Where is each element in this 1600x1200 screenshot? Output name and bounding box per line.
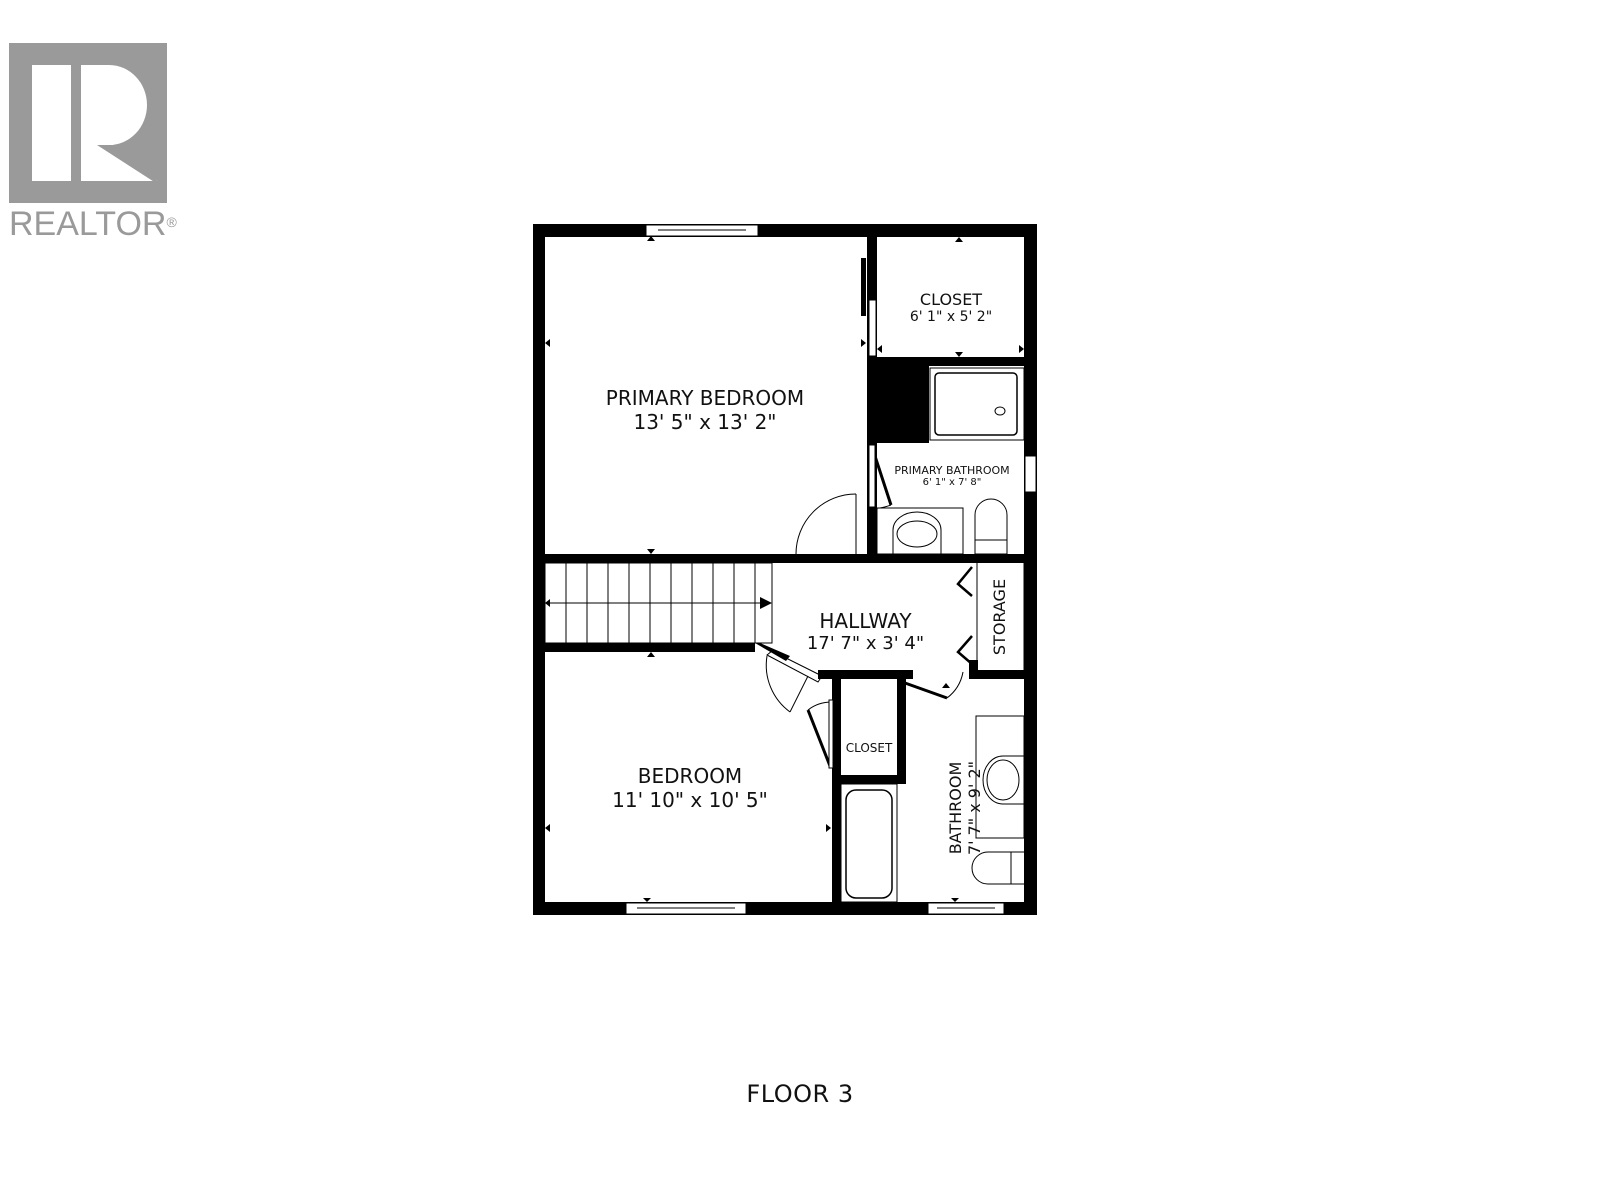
room-name: BEDROOM xyxy=(637,764,743,788)
room-dimensions: 17' 7" x 3' 4" xyxy=(806,633,925,654)
room-closet-small: CLOSET xyxy=(841,741,897,755)
room-dimensions: 6' 1" x 7' 8" xyxy=(922,477,982,489)
room-bathroom: BATHROOM 7' 7" x 9' 2" xyxy=(946,753,986,863)
room-dimensions: 6' 1" x 5' 2" xyxy=(909,309,993,326)
room-name: STORAGE xyxy=(990,578,1009,656)
room-primary-bathroom: PRIMARY BATHROOM 6' 1" x 7' 8" xyxy=(879,464,1025,489)
room-name: HALLWAY xyxy=(819,609,912,633)
logo-r-shape xyxy=(81,65,161,185)
room-dimensions: 11' 10" x 10' 5" xyxy=(612,788,768,812)
logo-bar xyxy=(32,65,71,181)
realtor-brand-text: REALTOR® xyxy=(9,205,177,243)
room-name: CLOSET xyxy=(919,290,983,309)
room-name: BATHROOM xyxy=(946,761,965,855)
room-closet-primary: CLOSET 6' 1" x 5' 2" xyxy=(880,290,1022,326)
floor-title: FLOOR 3 xyxy=(746,1080,854,1108)
realtor-r-logo-icon xyxy=(9,43,167,203)
room-dimensions: 13' 5" x 13' 2" xyxy=(633,410,777,434)
room-primary-bedroom: PRIMARY BEDROOM 13' 5" x 13' 2" xyxy=(580,386,830,434)
room-storage: STORAGE xyxy=(990,567,1010,667)
room-name: PRIMARY BATHROOM xyxy=(894,464,1010,477)
room-hallway: HALLWAY 17' 7" x 3' 4" xyxy=(778,609,953,655)
room-name: PRIMARY BEDROOM xyxy=(605,386,805,410)
room-dimensions: 7' 7" x 9' 2" xyxy=(965,760,985,856)
room-name: CLOSET xyxy=(845,741,893,755)
room-bedroom: BEDROOM 11' 10" x 10' 5" xyxy=(580,764,800,812)
